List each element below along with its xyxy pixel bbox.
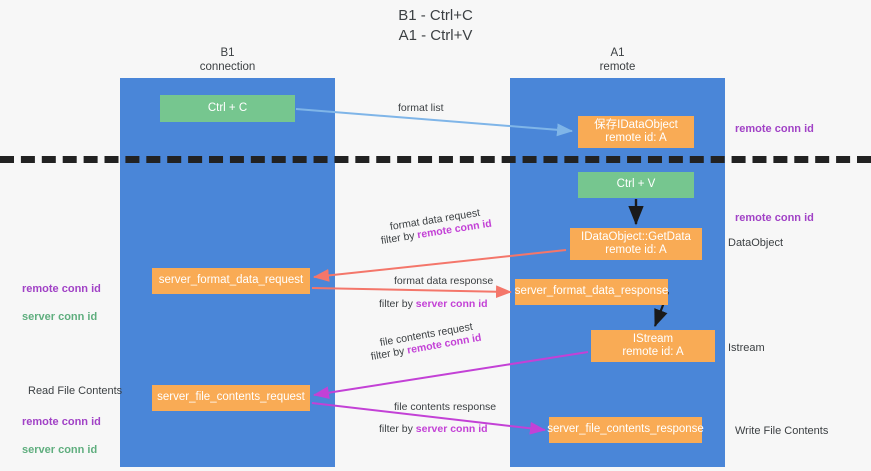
edge-label-format-data-response-filter: filter by server conn id <box>379 297 488 311</box>
node-server-file-contents-response[interactable]: server_file_contents_response <box>547 417 704 443</box>
filter-prefix: filter by <box>379 298 416 310</box>
annotation-left-ids-bottom: remote conn id server conn id <box>22 401 101 471</box>
annotation-remote-conn-id-mid: remote conn id <box>735 212 814 224</box>
annotation-remote-conn-id: remote conn id <box>22 416 101 428</box>
annotation-write-file-contents: Write File Contents <box>735 425 829 437</box>
filter-prefix: filter by <box>380 229 419 247</box>
lane-header-b1: B1 connection <box>199 47 256 73</box>
page-title: B1 - Ctrl+C A1 - Ctrl+V <box>398 7 473 44</box>
node-idataobject[interactable]: 保存IDataObject remote id: A <box>578 116 694 148</box>
node-idataobject-getdata[interactable]: IDataObject::GetData remote id: A <box>570 228 702 260</box>
node-ctrl-v[interactable]: Ctrl + V <box>578 172 694 198</box>
lane-header-a1: A1 remote <box>599 47 636 73</box>
filter-prefix: filter by <box>379 423 416 435</box>
filter-value-server-conn-id: server conn id <box>415 423 488 435</box>
annotation-remote-conn-id: remote conn id <box>22 283 101 295</box>
annotation-server-conn-id: server conn id <box>22 311 98 323</box>
edge-label-file-contents-response: file contents response <box>394 401 497 413</box>
node-server-format-data-response[interactable]: server_format_data_response <box>515 279 668 305</box>
annotation-server-conn-id: server conn id <box>22 444 98 456</box>
annotation-dataobject: DataObject <box>728 237 784 249</box>
edge-label-format-data-response: format data response <box>394 275 494 287</box>
edge-format-data-response <box>311 285 512 299</box>
annotation-read-file-contents: Read File Contents <box>28 385 123 397</box>
edge-label-format-list: format list <box>398 102 444 114</box>
node-server-format-data-request[interactable]: server_format_data_request <box>152 268 310 294</box>
node-istream[interactable]: IStream remote id: A <box>591 330 715 362</box>
node-server-file-contents-request[interactable]: server_file_contents_request <box>152 385 310 411</box>
filter-value-server-conn-id: server conn id <box>415 298 488 310</box>
annotation-istream: Istream <box>728 342 765 354</box>
node-ctrl-c[interactable]: Ctrl + C <box>160 95 295 122</box>
annotation-remote-conn-id-top: remote conn id <box>735 123 814 135</box>
annotation-left-ids-top: remote conn id server conn id <box>22 268 101 338</box>
phase-divider <box>0 156 871 163</box>
filter-prefix: filter by <box>369 344 409 363</box>
edge-label-file-contents-response-filter: filter by server conn id <box>379 422 488 436</box>
